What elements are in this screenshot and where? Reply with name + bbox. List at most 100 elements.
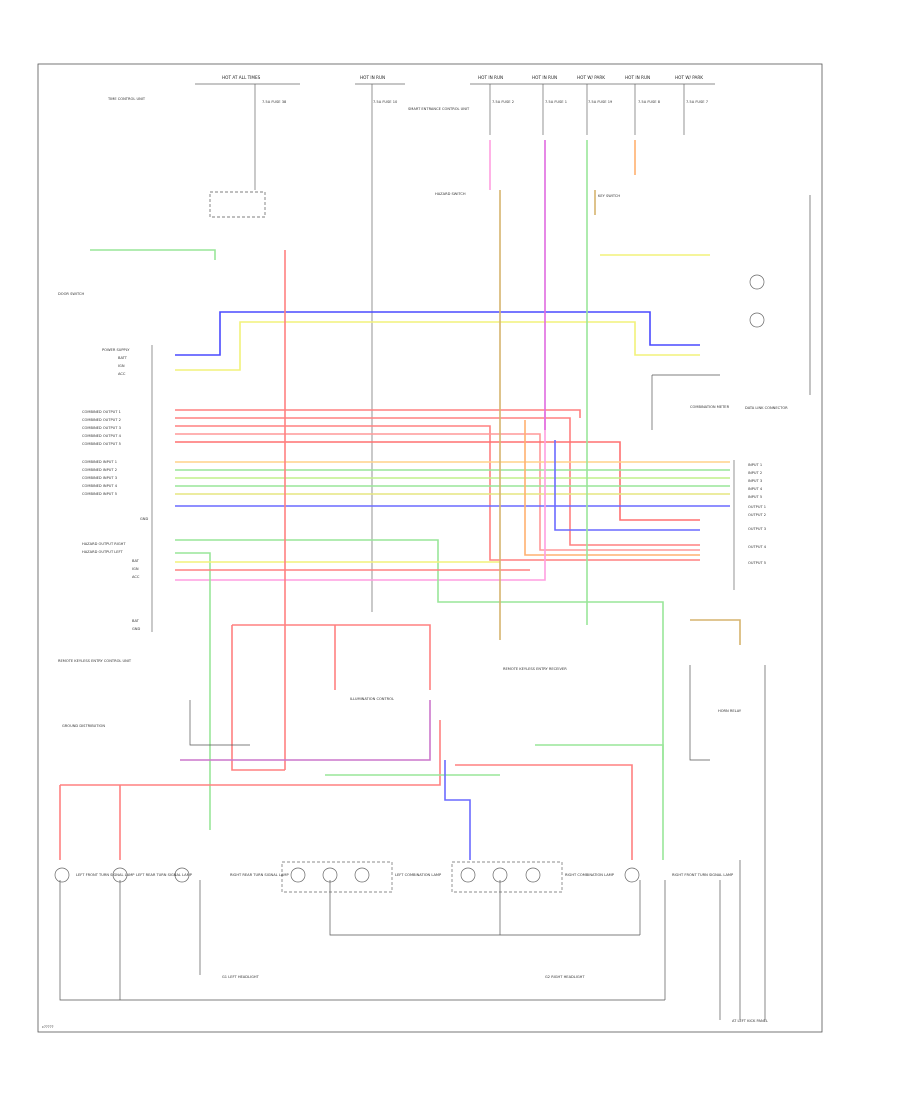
left-pin-11: COMBINED INPUT 3 (82, 476, 117, 480)
fuse-label-2: 7.5A FUSE 2 (492, 100, 514, 104)
left-pin-8: COMBINED OUTPUT 5 (82, 442, 121, 446)
door-switch-label: DOOR SWITCH (58, 292, 84, 296)
top-fuse-block: HOT AT ALL TIMES HOT IN RUN HOT IN RUN H… (195, 75, 715, 612)
right-pin-7: OUTPUT 3 (748, 527, 766, 531)
wire-red-bus (60, 720, 441, 786)
label-g2: G2 RIGHT HEADLIGHT (545, 975, 585, 979)
left-pin-19: ACC (132, 575, 140, 579)
wire-green-right (535, 744, 664, 860)
left-pin-7: COMBINED OUTPUT 4 (82, 434, 122, 438)
top-label-6: HOT W/ PARK (675, 75, 703, 80)
left-module: REMOTE KEYLESS ENTRY CONTROL UNIT POWER … (58, 345, 153, 663)
label-ground-dist: GROUND DISTRIBUTION (62, 724, 105, 728)
right-pin-8: OUTPUT 4 (748, 545, 767, 549)
top-label-1: HOT IN RUN (360, 75, 385, 80)
right-connector-title: COMBINATION METER (690, 405, 730, 409)
lamp-right-combo-2 (492, 867, 508, 883)
wire-green-door (90, 249, 216, 260)
right-pin-6: OUTPUT 2 (748, 513, 766, 517)
left-pin-15: HAZARD OUTPUT RIGHT (82, 542, 126, 546)
left-pin-14: GND (140, 517, 148, 521)
left-module-title: REMOTE KEYLESS ENTRY CONTROL UNIT (58, 659, 132, 663)
lamps-row (54, 274, 765, 893)
right-pin-0: INPUT 1 (748, 463, 762, 467)
wire-out-1 (175, 409, 581, 418)
lamp-left-combo-2 (290, 867, 306, 883)
time-control-unit: TIME CONTROL UNIT DOOR SWITCH SMART ENTR… (58, 97, 788, 410)
ground-lines (59, 195, 811, 1020)
hazard-switch-label: HAZARD SWITCH (435, 192, 466, 196)
left-pin-20: BAT (132, 619, 140, 623)
left-pin-0: POWER SUPPLY (102, 348, 130, 352)
lamp-right-combo-1 (460, 867, 476, 883)
wire-pink-v (175, 412, 546, 581)
wire-out-3 (175, 425, 700, 561)
fuse-label-4: 7.5A FUSE 19 (588, 100, 613, 104)
wire-out-4 (175, 433, 700, 551)
wire-red-right (455, 764, 633, 860)
wire-yellow-top (175, 321, 700, 371)
left-pin-13: COMBINED INPUT 5 (82, 492, 117, 496)
label-rf-turn: RIGHT FRONT TURN SIGNAL LAMP (672, 873, 734, 877)
right-pin-3: INPUT 4 (748, 487, 763, 491)
wire-blue-v (554, 440, 700, 531)
lamp-left-combo-4 (354, 867, 370, 883)
diagram-frame (37, 63, 823, 1033)
smart-entrance-label: SMART ENTRANCE CONTROL UNIT (408, 107, 470, 111)
left-pin-18: IGN (132, 567, 139, 571)
left-pin-1: BATT (118, 356, 128, 360)
left-pin-5: COMBINED OUTPUT 2 (82, 418, 121, 422)
wire-blue-mid (444, 760, 471, 860)
wire-red-mid (231, 625, 285, 771)
right-connector: COMBINATION METER INPUT 1 INPUT 2 INPUT … (690, 405, 767, 590)
bottom-labels: LEFT FRONT TURN SIGNAL LAMP LEFT REAR TU… (62, 667, 768, 1023)
label-right-combo: RIGHT COMBINATION LAMP (565, 873, 615, 877)
fuse-label-6: 7.5A FUSE 7 (686, 100, 708, 104)
top-label-0: HOT AT ALL TIMES (222, 75, 261, 80)
left-pin-12: COMBINED INPUT 4 (82, 484, 118, 488)
top-label-5: HOT IN RUN (625, 75, 650, 80)
wire-hazard-r (175, 539, 664, 760)
left-pin-16: HAZARD OUTPUT LEFT (82, 550, 124, 554)
lamp-right-front (624, 867, 640, 883)
left-pin-21: GND (132, 627, 140, 631)
fuse-label-5: 7.5A FUSE 8 (638, 100, 661, 104)
top-label-2: HOT IN RUN (478, 75, 503, 80)
fuse-label-1: 7.5A FUSE 10 (373, 100, 398, 104)
label-lr-turn: LEFT REAR TURN SIGNAL LAMP (136, 873, 193, 877)
wire-purple-a (180, 700, 431, 761)
fuse-label-3: 7.5A FUSE 1 (545, 100, 567, 104)
fuse-label-0: 7.5A FUSE 38 (262, 100, 287, 104)
top-label-3: HOT IN RUN (532, 75, 557, 80)
key-switch-label: KEY SWITCH (598, 194, 620, 198)
left-pin-6: COMBINED OUTPUT 3 (82, 426, 121, 430)
label-lf-turn: LEFT FRONT TURN SIGNAL LAMP (76, 873, 135, 877)
lamp-left-combo-3 (322, 867, 338, 883)
lamp-left-rear (112, 867, 128, 883)
indicator-right-2 (749, 312, 765, 328)
wire-tan-conn (690, 619, 741, 645)
wire-hazard-l (175, 552, 211, 830)
right-pin-5: OUTPUT 1 (748, 505, 766, 509)
lamp-right-combo-3 (525, 867, 541, 883)
label-receiver: REMOTE KEYLESS ENTRY RECEIVER (503, 667, 567, 671)
left-pin-9: COMBINED INPUT 1 (82, 460, 117, 464)
left-pin-3: ACC (118, 372, 126, 376)
wire-out-5 (175, 441, 700, 521)
indicator-right-1 (749, 274, 765, 290)
label-g1: G1 LEFT HEADLIGHT (222, 975, 260, 979)
right-pin-1: INPUT 2 (748, 471, 762, 475)
horizontal-wires (59, 140, 741, 860)
left-pin-10: COMBINED INPUT 2 (82, 468, 117, 472)
label-kick-panel: AT LEFT KICK PANEL (732, 1019, 768, 1023)
right-pin-4: INPUT 5 (748, 495, 762, 499)
label-rr-turn: RIGHT REAR TURN SIGNAL LAMP (230, 873, 289, 877)
label-horn-relay: HORN RELAY (718, 709, 742, 713)
right-pin-2: INPUT 3 (748, 479, 762, 483)
data-link-label: DATA LINK CONNECTOR (745, 406, 788, 410)
tcu-label: TIME CONTROL UNIT (107, 97, 146, 101)
lamp-left-combo-1 (174, 867, 190, 883)
right-pin-9: OUTPUT 5 (748, 561, 766, 565)
left-pin-2: IGN (118, 364, 125, 368)
